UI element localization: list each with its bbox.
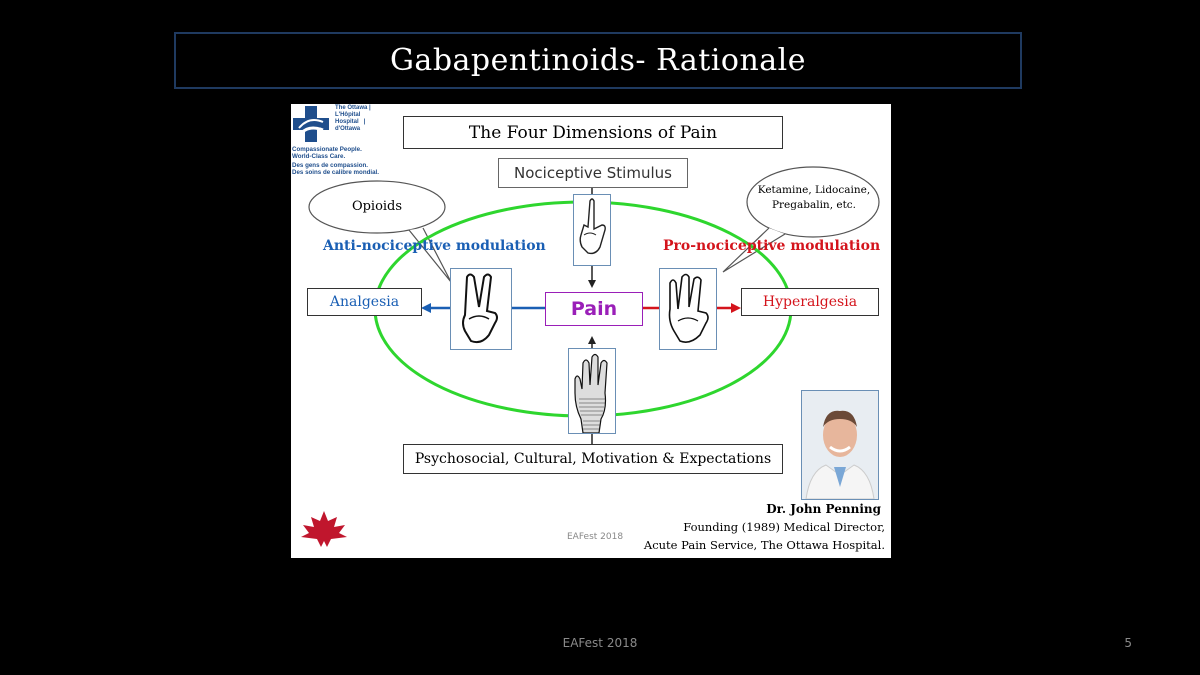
- hyperalgesia-arrow-head: [731, 303, 741, 313]
- engraved-hand-image: [568, 348, 616, 434]
- analgesia-arrow-head: [421, 303, 431, 313]
- stimulus-arrow-head: [588, 280, 596, 288]
- doctor-portrait: [801, 390, 879, 500]
- drugs-bubble: [746, 166, 880, 238]
- credit-text: Founding (1989) Medical Director, Acute …: [643, 520, 885, 552]
- slide-footer: EAFest 2018: [562, 636, 638, 650]
- logo-tagline: Compassionate People. World-Class Care. …: [292, 146, 379, 176]
- opioids-label: Opioids: [351, 199, 403, 214]
- diagram-panel: The Ottawa | L'Hôpital Hospital | d'Otta…: [291, 104, 891, 558]
- portrait-photo: [802, 391, 878, 500]
- peace-hand-image: [450, 268, 512, 350]
- open-hand-icon: [574, 353, 608, 434]
- three-finger-hand-image: [659, 268, 717, 350]
- slide-title-box: Gabapentinoids- Rationale: [174, 32, 1022, 89]
- pointing-hand-icon: [579, 198, 606, 255]
- opioids-bubble: [308, 180, 446, 234]
- analgesia-box: Analgesia: [307, 288, 422, 316]
- stimulus-hand-image: [573, 194, 611, 266]
- two-finger-hand-icon: [462, 273, 498, 344]
- slide-title: Gabapentinoids- Rationale: [389, 43, 807, 78]
- psychosocial-arrow-head: [588, 336, 596, 344]
- hyperalgesia-box: Hyperalgesia: [741, 288, 879, 316]
- anti-nociceptive-label: Anti-nociceptive modulation: [323, 238, 546, 254]
- three-finger-hand-icon: [668, 273, 709, 343]
- drugs-label: Ketamine, Lidocaine, Pregabalin, etc.: [757, 184, 871, 211]
- psychosocial-box: Psychosocial, Cultural, Motivation & Exp…: [403, 444, 783, 474]
- hospital-logo: The Ottawa | L'Hôpital Hospital | d'Otta…: [291, 104, 391, 176]
- slide-number: 5: [1124, 636, 1132, 650]
- diagram-heading: The Four Dimensions of Pain: [403, 116, 783, 149]
- hospital-cross-icon: [293, 106, 329, 142]
- logo-name: The Ottawa | L'Hôpital Hospital | d'Otta…: [335, 105, 371, 132]
- pro-nociceptive-label: Pro-nociceptive modulation: [663, 238, 881, 254]
- pain-box: Pain: [545, 292, 643, 326]
- drugs-bubble-tail: [722, 227, 786, 273]
- maple-leaf-icon: [301, 511, 347, 547]
- nociceptive-stimulus-box: Nociceptive Stimulus: [498, 158, 688, 188]
- diagram-watermark: EAFest 2018: [567, 532, 624, 542]
- credit-name: Dr. John Penning: [766, 502, 881, 516]
